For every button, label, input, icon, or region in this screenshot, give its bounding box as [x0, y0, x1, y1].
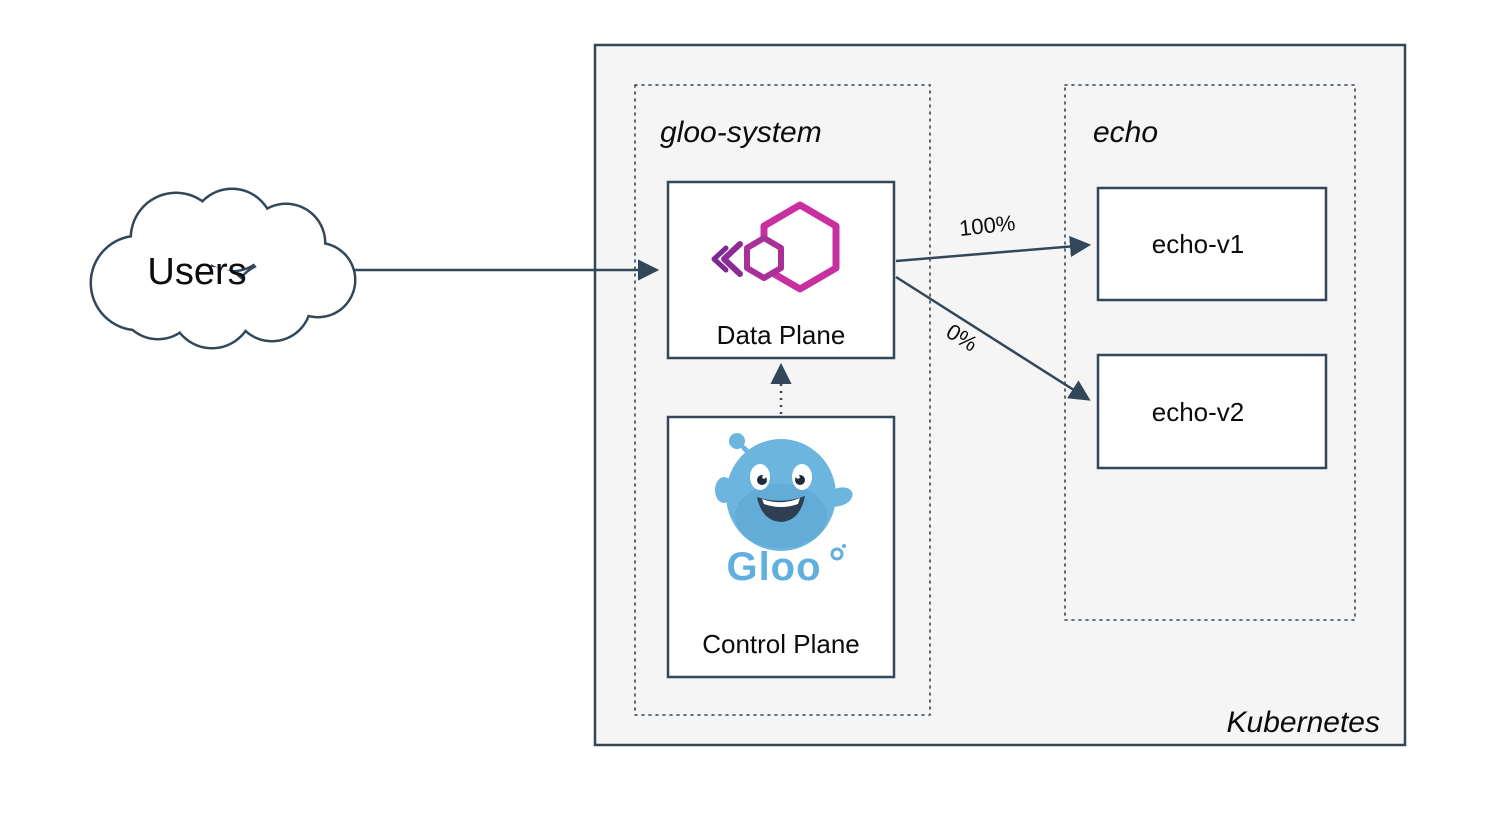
echo-v1-label: echo-v1: [1152, 229, 1245, 259]
node-data-plane: Data Plane: [666, 180, 896, 360]
gloo-wordmark: Gloo: [726, 545, 821, 589]
edge-data-plane-to-echo-v2: [895, 275, 1091, 401]
echo-v2-label: echo-v2: [1152, 397, 1245, 427]
edge-data-plane-to-echo-v1: [895, 235, 1092, 263]
gloo-wordmark-dot: [842, 544, 846, 548]
users-label: Users: [147, 251, 246, 293]
node-echo-v2: echo-v2: [1096, 353, 1328, 470]
control-plane-label: Control Plane: [702, 629, 860, 659]
echo-v1-box: [1096, 186, 1328, 302]
namespace-gloo-system-box: [634, 84, 931, 716]
gloo-mascot-icon: [715, 433, 853, 551]
gloo-wordmark-ring: [830, 547, 844, 561]
users-cloud-icon: [89, 187, 357, 350]
kubernetes-label: Kubernetes: [1227, 706, 1380, 739]
gloo-proxy-icon: [711, 201, 840, 293]
node-echo-v1: echo-v1: [1096, 186, 1328, 302]
echo-v2-box: [1096, 353, 1328, 470]
data-plane-label: Data Plane: [717, 320, 846, 350]
namespace-gloo-system-label: gloo-system: [660, 116, 822, 149]
node-control-plane: Gloo Control Plane: [666, 415, 896, 679]
edge-label-100-percent: 100%: [958, 210, 1017, 241]
namespace-echo-label: echo: [1093, 116, 1158, 149]
